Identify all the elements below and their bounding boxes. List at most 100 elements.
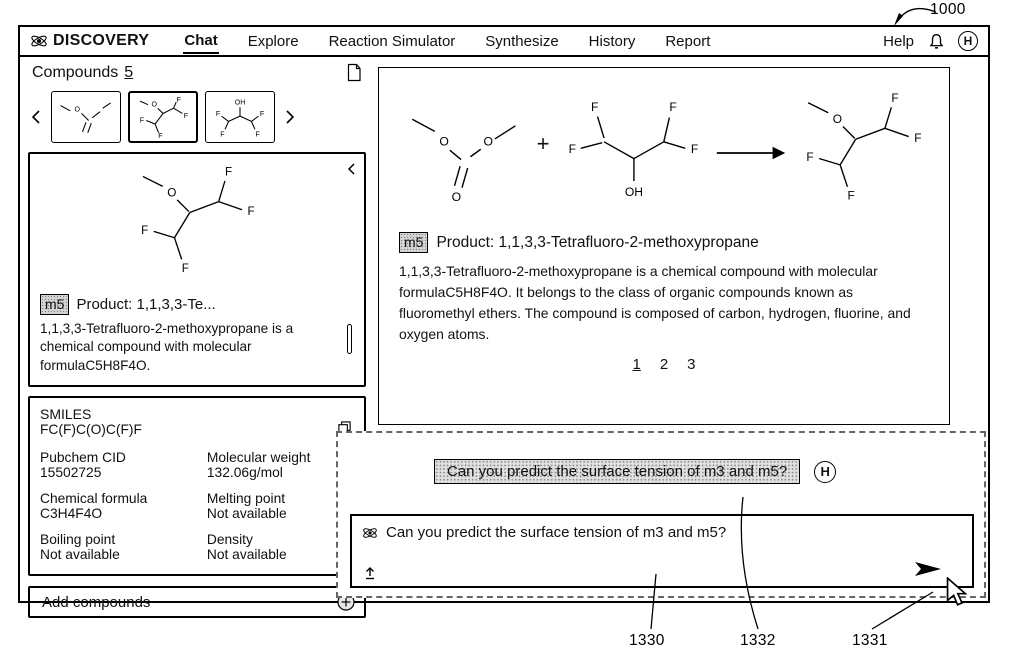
svg-text:OH: OH <box>625 185 643 199</box>
svg-text:F: F <box>184 113 189 120</box>
result-description: 1,1,3,3-Tetrafluoro-2-methoxypropane is … <box>399 263 911 342</box>
tab-synthesize[interactable]: Synthesize <box>485 32 559 50</box>
smiles-value: FC(F)C(O)C(F)F <box>40 422 142 438</box>
svg-text:F: F <box>140 117 145 124</box>
svg-text:O: O <box>483 134 492 148</box>
tab-report[interactable]: Report <box>665 32 711 50</box>
svg-text:O: O <box>74 107 80 114</box>
structure-m5-large: O F F F F <box>141 166 255 275</box>
svg-text:O: O <box>151 101 157 108</box>
help-button[interactable]: Help <box>883 32 914 50</box>
svg-text:F: F <box>220 131 225 138</box>
ref-label-send: 1331 <box>852 632 888 649</box>
field-label: Melting point <box>206 491 286 507</box>
atom-logo-icon <box>30 32 48 50</box>
compounds-count: 5 <box>124 63 134 81</box>
page-button-3[interactable]: 3 <box>687 356 696 374</box>
ref-label-message: 1332 <box>740 632 776 649</box>
svg-text:F: F <box>848 189 855 203</box>
field-melting-point: Melting point Not available <box>207 491 354 521</box>
svg-text:F: F <box>892 91 899 105</box>
atom-logo-icon <box>362 525 378 541</box>
tab-history[interactable]: History <box>588 32 636 50</box>
add-compounds-button[interactable]: Add compounds <box>28 586 366 619</box>
bell-icon[interactable] <box>929 33 944 50</box>
pagination: 1 2 3 <box>399 356 929 373</box>
brand: DISCOVERY <box>30 32 149 50</box>
field-value: 15502725 <box>40 465 102 481</box>
svg-text:F: F <box>591 100 598 114</box>
carousel-next-icon[interactable] <box>282 102 298 132</box>
page-button-1[interactable]: 1 <box>632 356 641 374</box>
svg-text:O: O <box>833 112 842 126</box>
svg-text:F: F <box>216 111 221 118</box>
profile-avatar[interactable]: H <box>958 31 978 51</box>
upload-icon[interactable] <box>362 565 378 581</box>
svg-text:F: F <box>915 131 922 145</box>
compounds-sidebar: Compounds 5 O <box>28 63 366 619</box>
svg-text:O: O <box>439 134 448 148</box>
reaction-scheme: O O O + F F OH <box>399 88 929 218</box>
field-label: Boiling point <box>40 532 116 548</box>
svg-text:F: F <box>182 262 189 275</box>
structure-reactant-carbonate: O O O <box>411 118 516 204</box>
user-avatar: H <box>814 460 837 483</box>
compound-thumb-2-selected[interactable]: O F F F F <box>128 91 198 143</box>
smiles-block: SMILES FC(F)C(O)C(F)F <box>40 406 354 437</box>
svg-text:O: O <box>451 190 460 204</box>
ref-label-input-area: 1330 <box>629 632 665 649</box>
compound-structure: O F F F F <box>40 162 354 290</box>
field-density: Density Not available <box>207 532 354 562</box>
chat-input[interactable]: Can you predict the surface tension of m… <box>350 514 974 588</box>
field-value: Not available <box>206 506 287 522</box>
tab-reaction-simulator[interactable]: Reaction Simulator <box>328 32 456 50</box>
tab-chat[interactable]: Chat <box>183 29 219 54</box>
compound-card: O F F F F m5 <box>28 152 366 388</box>
carousel-prev-icon[interactable] <box>28 102 44 132</box>
collapse-chevron-icon[interactable] <box>346 162 356 181</box>
compound-thumb-1[interactable]: O <box>51 91 121 143</box>
user-message-bubble: Can you predict the surface tension of m… <box>434 459 801 484</box>
smiles-label: SMILES <box>40 406 92 423</box>
chat-input-area: Can you predict the surface tension of m… <box>336 431 986 598</box>
field-molecular-weight: Molecular weight 132.06g/mol <box>207 450 354 480</box>
page-button-2[interactable]: 2 <box>659 356 669 374</box>
navbar: DISCOVERY Chat Explore Reaction Simulato… <box>20 27 988 57</box>
compound-carousel: O O F <box>28 91 366 143</box>
svg-text:F: F <box>141 224 148 237</box>
field-boiling-point: Boiling point Not available <box>40 532 199 562</box>
compound-description-text: 1,1,3,3-Tetrafluoro-2-methoxypropane is … <box>40 321 294 373</box>
compound-badge: m5 <box>40 294 70 315</box>
svg-text:F: F <box>260 111 265 118</box>
structure-product-m5: O F F F F <box>807 91 922 203</box>
ref-label-window: 1000 <box>930 1 966 18</box>
field-label: Density <box>206 532 253 548</box>
result-product-row: m5 Product: 1,1,3,3-Tetrafluoro-2-methox… <box>399 232 929 253</box>
svg-text:F: F <box>807 150 814 164</box>
field-value: C3H4F4O <box>40 506 103 522</box>
property-fields: Pubchem CID 15502725 Molecular weight 13… <box>40 450 354 562</box>
compound-thumb-3[interactable]: OH F F F F <box>205 91 275 143</box>
compound-description: 1,1,3,3-Tetrafluoro-2-methoxypropane is … <box>40 320 354 375</box>
field-value: 132.06g/mol <box>206 465 283 481</box>
compound-product-row: m5 Product: 1,1,3,3-Te... <box>40 294 354 315</box>
send-icon[interactable] <box>914 560 942 578</box>
document-icon[interactable] <box>346 63 362 82</box>
svg-text:F: F <box>691 142 698 156</box>
svg-text:OH: OH <box>235 100 246 107</box>
svg-text:F: F <box>569 142 576 156</box>
field-value: Not available <box>40 547 120 563</box>
svg-text:O: O <box>167 186 176 199</box>
svg-text:F: F <box>177 97 182 104</box>
description-scrollbar[interactable] <box>347 324 352 354</box>
reaction-result-panel: O O O + F F OH <box>378 67 950 425</box>
field-value: Not available <box>206 547 287 563</box>
result-badge: m5 <box>399 232 429 253</box>
app-window: DISCOVERY Chat Explore Reaction Simulato… <box>18 25 990 619</box>
compound-details-card: SMILES FC(F)C(O)C(F)F Pubchem CID 155027… <box>28 396 366 577</box>
user-message-row: Can you predict the surface tension of m… <box>338 459 984 484</box>
tab-explore[interactable]: Explore <box>247 32 299 50</box>
field-label: Pubchem CID <box>40 450 126 466</box>
sidebar-title: Compounds <box>32 63 119 81</box>
reaction-arrow-icon <box>717 146 786 160</box>
